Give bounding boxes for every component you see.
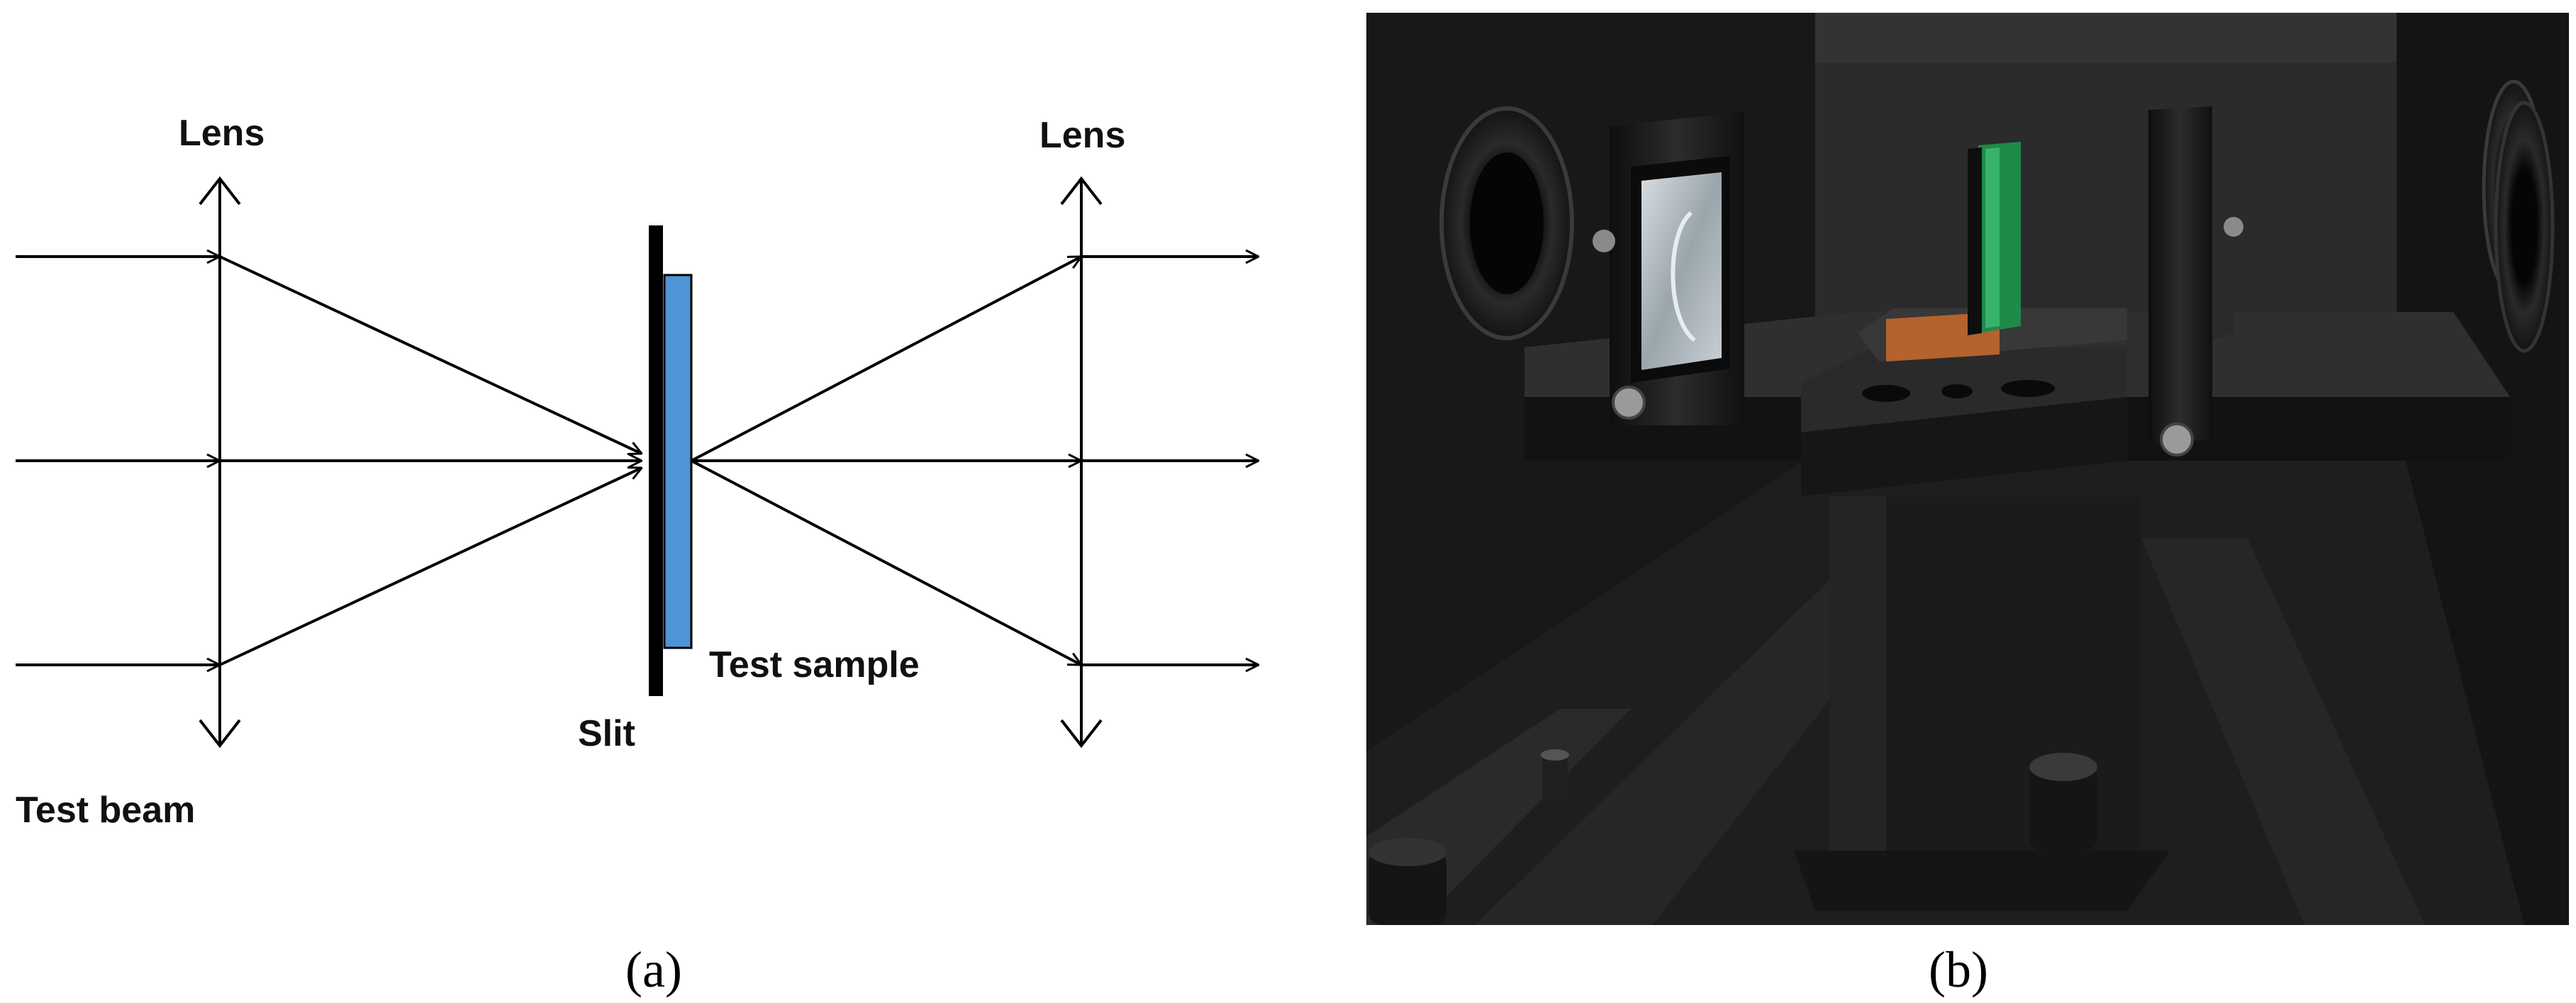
lens-left-top-arrowhead bbox=[199, 176, 241, 206]
diverging-beams bbox=[691, 255, 1081, 666]
incoming-beams bbox=[16, 257, 220, 665]
caption-a: (a) bbox=[625, 941, 682, 998]
sample-holder bbox=[1794, 347, 2170, 911]
converging-beam-top bbox=[219, 255, 642, 454]
diagram-panel-a: Lens Lens Slit Test sample Test beam bbox=[16, 113, 1259, 831]
holder-foot bbox=[1794, 851, 2170, 911]
label-lens-right: Lens bbox=[1039, 115, 1125, 156]
test-sample bbox=[663, 274, 693, 649]
rail-groove-right bbox=[2141, 539, 2425, 925]
converging-beams bbox=[219, 255, 642, 666]
lens-right-top-arrowhead bbox=[1060, 176, 1103, 206]
rail-knob-left bbox=[1368, 838, 1446, 925]
left-lens-mount bbox=[1593, 112, 1744, 425]
right-lens-mount bbox=[2148, 106, 2243, 456]
left-mount-knob bbox=[1612, 386, 1646, 420]
rail-screw-small bbox=[1541, 749, 1569, 797]
lens-left-bottom-arrowhead bbox=[199, 719, 241, 749]
left-lens-glass bbox=[1641, 172, 1722, 370]
label-slit: Slit bbox=[578, 713, 635, 754]
diverging-beam-top bbox=[691, 255, 1081, 462]
diverging-beam-bottom bbox=[691, 459, 1081, 666]
right-port-ring-front bbox=[2494, 101, 2555, 353]
caption-b: (b) bbox=[1929, 941, 1988, 998]
lens-right-bottom-arrowhead bbox=[1060, 719, 1103, 749]
label-lens-left: Lens bbox=[179, 113, 264, 154]
left-mount-screw bbox=[1593, 230, 1615, 252]
photo-panel-b bbox=[1366, 13, 2569, 925]
label-test-sample: Test sample bbox=[709, 644, 920, 685]
sample-plate bbox=[1858, 142, 2127, 362]
label-test-beam: Test beam bbox=[16, 790, 195, 831]
slit bbox=[649, 225, 663, 696]
right-mount-knob bbox=[2160, 422, 2194, 456]
rail-knob-center bbox=[2029, 753, 2097, 851]
outgoing-beams bbox=[1081, 257, 1259, 665]
converging-beam-bottom bbox=[219, 468, 642, 666]
